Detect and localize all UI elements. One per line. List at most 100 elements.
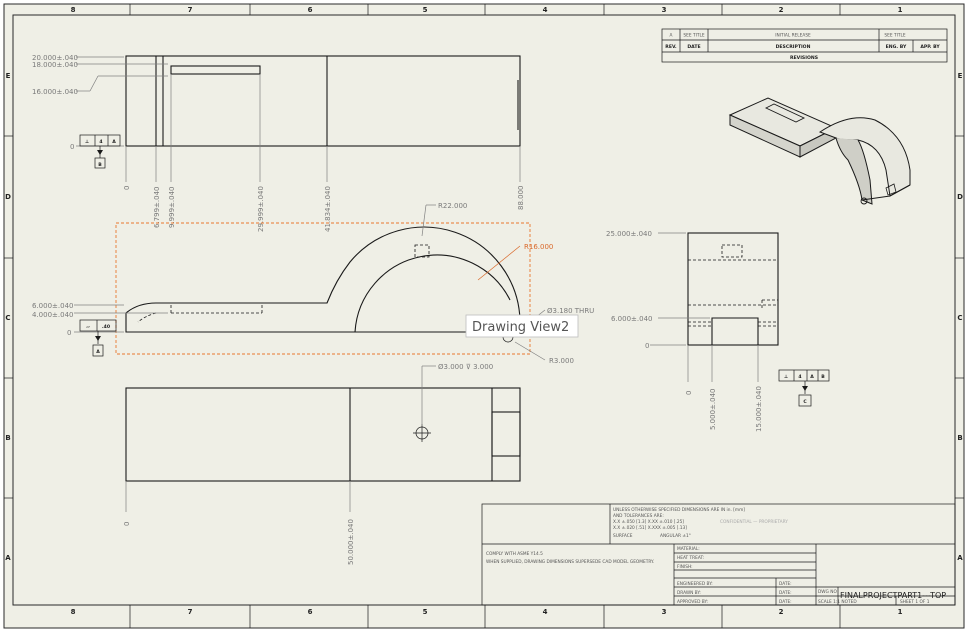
tb-date-1: DATE: bbox=[779, 581, 792, 587]
datum-a-box[interactable] bbox=[92, 344, 104, 357]
fcf-datum: A bbox=[112, 139, 116, 145]
bottom-vdim-50[interactable]: 50.000±.040 bbox=[347, 519, 355, 565]
zone-ticks bbox=[4, 4, 964, 628]
front-dim-hole[interactable]: Ø3.180 THRU bbox=[547, 307, 594, 315]
zone-col-label: 5 bbox=[423, 6, 428, 14]
top-vdim-41834[interactable]: 41.834±.040 bbox=[324, 186, 332, 232]
outer-border bbox=[3, 3, 965, 629]
tb-angle: ANGULAR ±1° bbox=[660, 533, 691, 539]
fcf-datum-b: B bbox=[821, 374, 825, 380]
title-block[interactable]: UNLESS OTHERWISE SPECIFIED DIMENSIONS AR… bbox=[481, 503, 956, 606]
tb-date-3: DATE: bbox=[779, 599, 792, 605]
zone-row-label: B bbox=[5, 434, 10, 442]
top-vdim-0[interactable]: 0 bbox=[123, 186, 131, 190]
zone-col-label: 6 bbox=[308, 608, 313, 616]
isometric-view[interactable] bbox=[728, 97, 911, 205]
datum-c-box[interactable] bbox=[798, 394, 812, 407]
tb-engineered: ENGINEERED BY: bbox=[677, 581, 713, 587]
side-vdim-0[interactable]: 0 bbox=[685, 391, 693, 395]
rev-header-rev: REV. bbox=[665, 44, 677, 50]
tb-material: MATERIAL: bbox=[677, 546, 700, 552]
tb-scale: SCALE 1:1 NOTED bbox=[818, 599, 857, 605]
zone-col-label: 8 bbox=[71, 608, 76, 616]
fcf-tolerance: 4 bbox=[798, 374, 801, 380]
drawing-view-tooltip: Drawing View2 bbox=[465, 314, 579, 338]
zone-row-label: C bbox=[957, 314, 962, 322]
zone-col-label: 2 bbox=[779, 6, 784, 14]
perpendicularity-icon: ⊥ bbox=[85, 139, 89, 145]
drawing-view2-selection[interactable] bbox=[115, 222, 531, 355]
zone-row-label: A bbox=[957, 554, 963, 562]
revisions-table[interactable]: A SEE TITLE INITIAL RELEASE SEE TITLE RE… bbox=[661, 28, 948, 63]
fcf-tolerance: 4 bbox=[99, 139, 102, 145]
tb-drawn: DRAWN BY: bbox=[677, 590, 701, 596]
datum-a-label: A bbox=[96, 349, 100, 355]
top-dim-16[interactable]: 16.000±.040 bbox=[32, 88, 78, 96]
top-vdim-9999[interactable]: 9.999±.040 bbox=[168, 187, 176, 229]
top-vdim-6799[interactable]: 6.799±.040 bbox=[153, 187, 161, 229]
tb-dwg-no[interactable]: FINALPROJECTPART1---TOP bbox=[840, 591, 946, 600]
side-dim-25[interactable]: 25.000±.040 bbox=[606, 230, 652, 238]
zone-col-label: 3 bbox=[662, 6, 667, 14]
front-dim-r22[interactable]: R22.000 bbox=[438, 202, 467, 210]
front-dim-baseline[interactable]: 0 bbox=[67, 329, 71, 337]
revisions-frame bbox=[661, 28, 948, 63]
side-view[interactable]: 25.000±.040 6.000±.040 0 0 5.000±.040 15… bbox=[606, 230, 830, 432]
tb-tol-head: AND TOLERANCES ARE: bbox=[613, 513, 664, 519]
side-dim-6[interactable]: 6.000±.040 bbox=[611, 315, 653, 323]
rev-header-description: DESCRIPTION bbox=[776, 44, 811, 50]
side-fcf[interactable]: ⊥ 4 A B bbox=[778, 369, 830, 382]
bottom-view[interactable]: Ø3.000 ⊽ 3.000 0 50.000±.040 bbox=[123, 363, 521, 565]
tb-approved: APPROVED BY: bbox=[677, 599, 708, 605]
zone-col-label: 7 bbox=[188, 6, 193, 14]
top-view[interactable]: 20.000±.040 18.000±.040 16.000±.040 0 0 … bbox=[32, 54, 525, 232]
datum-b-box[interactable] bbox=[94, 157, 106, 169]
zone-col-label: 4 bbox=[543, 6, 548, 14]
zone-row-label: C bbox=[5, 314, 10, 322]
zone-row-label: E bbox=[958, 72, 963, 80]
zone-rows: E D C B A E D C B A bbox=[5, 72, 963, 562]
tooltip-text: Drawing View2 bbox=[472, 320, 569, 335]
front-view-outline bbox=[125, 226, 521, 333]
bottom-vdim-0[interactable]: 0 bbox=[123, 522, 131, 526]
top-dim-baseline[interactable]: 0 bbox=[70, 143, 74, 151]
side-vdim-15[interactable]: 15.000±.040 bbox=[755, 386, 763, 432]
tb-heat: HEAT TREAT: bbox=[677, 555, 704, 561]
rev-header-eng-by: ENG. BY bbox=[886, 44, 907, 50]
front-dim-r3[interactable]: R3.000 bbox=[549, 357, 574, 365]
front-view[interactable]: R22.000 R16.000 Ø3.180 THRU R3.000 6.000… bbox=[32, 202, 594, 365]
front-dim-6[interactable]: 6.000±.040 bbox=[32, 302, 74, 310]
tb-model-note: WHEN SUPPLIED, DRAWING DIMENSIONS SUPERS… bbox=[486, 559, 654, 565]
top-view-outline bbox=[125, 55, 521, 147]
top-dim-18[interactable]: 18.000±.040 bbox=[32, 61, 78, 69]
side-dim-baseline[interactable]: 0 bbox=[645, 342, 649, 350]
zone-row-label: D bbox=[957, 193, 963, 201]
zone-col-label: 1 bbox=[898, 608, 903, 616]
tb-finish: FINISH: bbox=[677, 564, 693, 570]
top-dim-20[interactable]: 20.000±.040 bbox=[32, 54, 78, 62]
datum-b-label: B bbox=[98, 162, 102, 168]
tb-date-2: DATE: bbox=[779, 590, 792, 596]
zone-row-label: A bbox=[5, 554, 11, 562]
rev-row-eng-by: SEE TITLE bbox=[884, 33, 905, 39]
front-dim-4[interactable]: 4.000±.040 bbox=[32, 311, 74, 319]
zone-col-label: 6 bbox=[308, 6, 313, 14]
top-vdim-88[interactable]: 88.000 bbox=[517, 186, 525, 211]
perpendicularity-icon: ⊥ bbox=[784, 374, 788, 380]
top-view-slot bbox=[170, 65, 261, 75]
title-block-frame bbox=[481, 503, 956, 606]
zone-col-label: 3 bbox=[662, 608, 667, 616]
top-vdim-29999[interactable]: 29.999±.040 bbox=[257, 186, 265, 232]
fcf-tolerance: .40 bbox=[102, 324, 110, 330]
bottom-dim-hole[interactable]: Ø3.000 ⊽ 3.000 bbox=[438, 363, 493, 371]
rev-row-zone: SEE TITLE bbox=[683, 33, 704, 39]
datum-c-label: C bbox=[803, 399, 807, 405]
tb-comply: COMPLY WITH ASME Y14.5 bbox=[486, 551, 543, 557]
side-vdim-5[interactable]: 5.000±.040 bbox=[709, 389, 717, 431]
zone-col-label: 2 bbox=[779, 608, 784, 616]
zone-col-label: 4 bbox=[543, 608, 548, 616]
tb-surface: SURFACE bbox=[613, 533, 633, 539]
front-dim-r16[interactable]: R16.000 bbox=[524, 243, 553, 251]
